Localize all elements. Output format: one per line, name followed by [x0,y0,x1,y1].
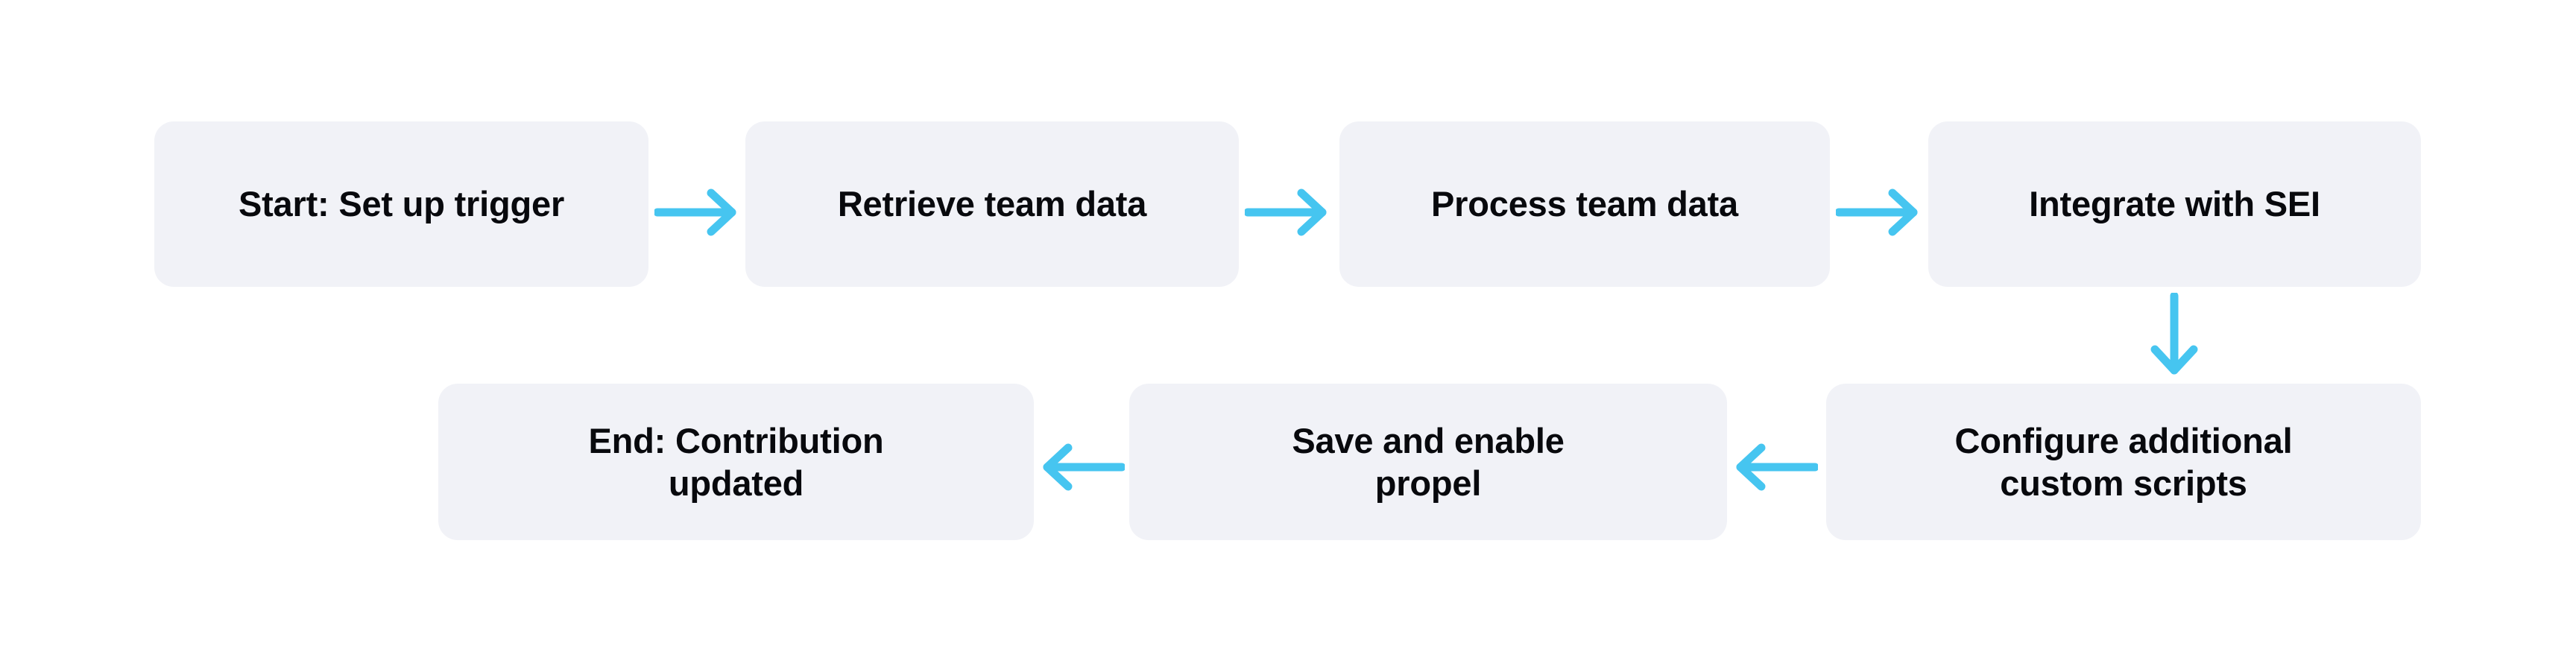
node-save-and-enable-propel-label: Save and enable propel [1292,420,1565,503]
node-process-team-data[interactable]: Process team data [1339,121,1830,287]
node-start-label: Start: Set up trigger [238,184,565,224]
node-save-and-enable-propel[interactable]: Save and enable propel [1129,384,1727,540]
node-end-contribution-updated-label: End: Contribution updated [588,420,884,503]
arrow-left-icon-configure-to-save [1733,440,1818,495]
node-configure-custom-scripts[interactable]: Configure additional custom scripts [1826,384,2421,540]
node-configure-custom-scripts-label: Configure additional custom scripts [1954,420,2293,503]
node-retrieve-team-data[interactable]: Retrieve team data [745,121,1239,287]
arrow-right-icon-process-to-integrate [1836,185,1921,240]
node-end-contribution-updated[interactable]: End: Contribution updated [438,384,1034,540]
node-integrate-with-sei[interactable]: Integrate with SEI [1928,121,2421,287]
node-process-team-data-label: Process team data [1431,184,1738,224]
node-retrieve-team-data-label: Retrieve team data [837,184,1147,224]
arrow-right-icon-start-to-retrieve [654,185,739,240]
arrow-right-icon-retrieve-to-process [1245,185,1330,240]
node-start[interactable]: Start: Set up trigger [154,121,648,287]
node-integrate-with-sei-label: Integrate with SEI [2029,184,2320,224]
arrow-down-icon-integrate-to-configure [2147,293,2202,378]
arrow-left-icon-save-to-end [1040,440,1125,495]
